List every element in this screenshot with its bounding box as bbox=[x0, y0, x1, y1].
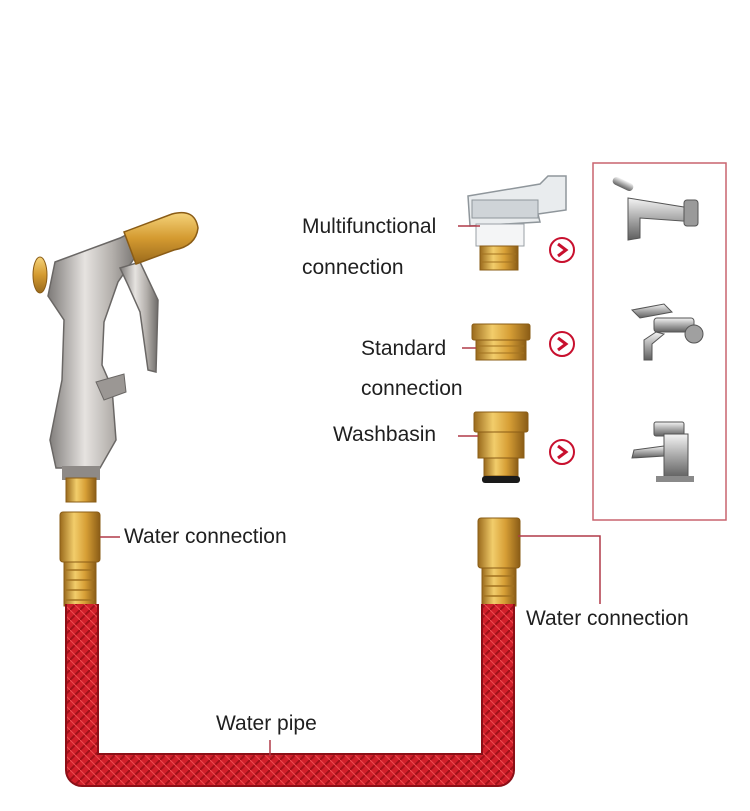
faucet-panel bbox=[592, 162, 727, 521]
standard-label: Standard bbox=[361, 337, 447, 360]
water-pipe-hose bbox=[65, 604, 515, 787]
water-pipe-label: Water pipe bbox=[216, 712, 317, 735]
chevron-right-icon bbox=[549, 331, 575, 357]
wall-tap-icon bbox=[612, 177, 699, 241]
washbasin-label: Washbasin bbox=[333, 423, 437, 446]
multifunctional-label: Multifunctional bbox=[302, 215, 437, 238]
chevron-right-icon bbox=[549, 439, 575, 465]
leader-lines bbox=[100, 225, 601, 756]
left-hose-connector bbox=[59, 511, 101, 607]
multifunctional-label-line2: connection bbox=[302, 256, 404, 279]
standard-label-line2: connection bbox=[361, 377, 463, 400]
washbasin-connector-icon bbox=[473, 411, 529, 483]
water-connection-right-label: Water connection bbox=[526, 607, 689, 630]
basin-mixer-icon bbox=[631, 421, 694, 482]
chevron-right-icon bbox=[549, 237, 575, 263]
water-connection-left-label: Water connection bbox=[124, 525, 287, 548]
standard-connector-icon bbox=[471, 323, 531, 361]
double-tap-icon bbox=[630, 303, 704, 361]
multifunctional-connector-icon bbox=[467, 175, 567, 271]
spray-gun-icon bbox=[32, 211, 199, 503]
right-hose-connector bbox=[477, 517, 521, 607]
